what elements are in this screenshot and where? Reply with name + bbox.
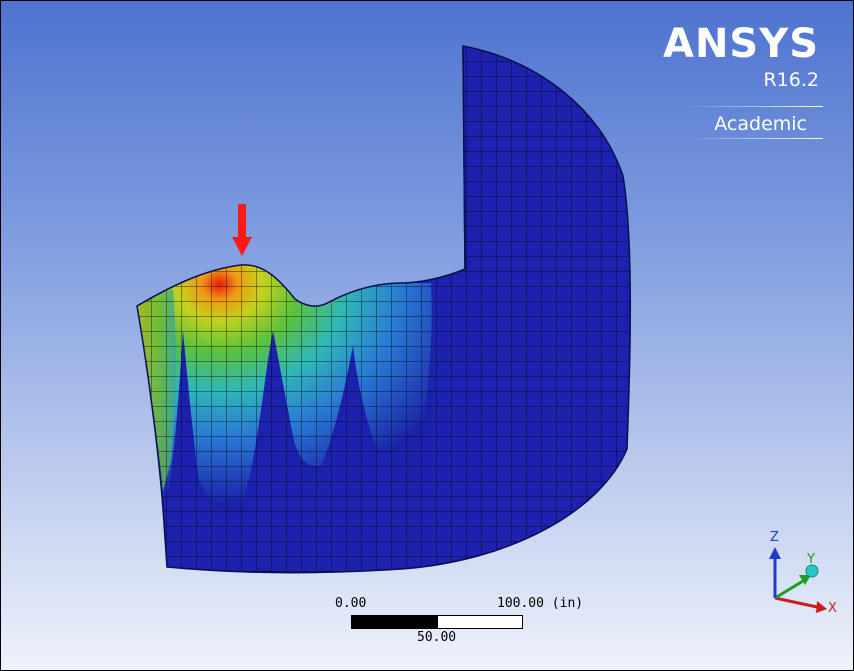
- scale-mid-label: 50.00: [417, 630, 457, 645]
- logo-divider-bottom: [683, 138, 823, 139]
- scale-min-label: 0.00: [335, 596, 367, 611]
- scale-max-label: 100.00 (in): [497, 596, 584, 611]
- triad-iso-ball[interactable]: [805, 564, 819, 578]
- triad-y-label: Y: [806, 552, 815, 567]
- triad-x-arrowhead: [816, 601, 827, 613]
- scale-bar-light-segment: [437, 615, 523, 629]
- triad-x-axis: [774, 596, 818, 609]
- triad-y-axis: [774, 579, 804, 600]
- logo-divider-top: [683, 106, 823, 107]
- triad-z-label: Z: [770, 530, 779, 545]
- ansys-logo: ANSYS: [662, 21, 819, 67]
- triad-x-label: X: [828, 601, 837, 616]
- release-version: R16.2: [763, 69, 819, 91]
- coordinate-triad-icon[interactable]: Z Y X: [755, 523, 845, 618]
- triad-z-arrowhead: [769, 547, 781, 559]
- shell-inner-edge: [462, 45, 466, 270]
- shell-outline: [136, 45, 632, 574]
- license-edition: Academic: [714, 113, 807, 135]
- triad-y-arrowhead: [799, 575, 811, 585]
- max-marker-arrow-icon: [232, 204, 252, 256]
- scale-bar-dark-segment: [351, 615, 439, 629]
